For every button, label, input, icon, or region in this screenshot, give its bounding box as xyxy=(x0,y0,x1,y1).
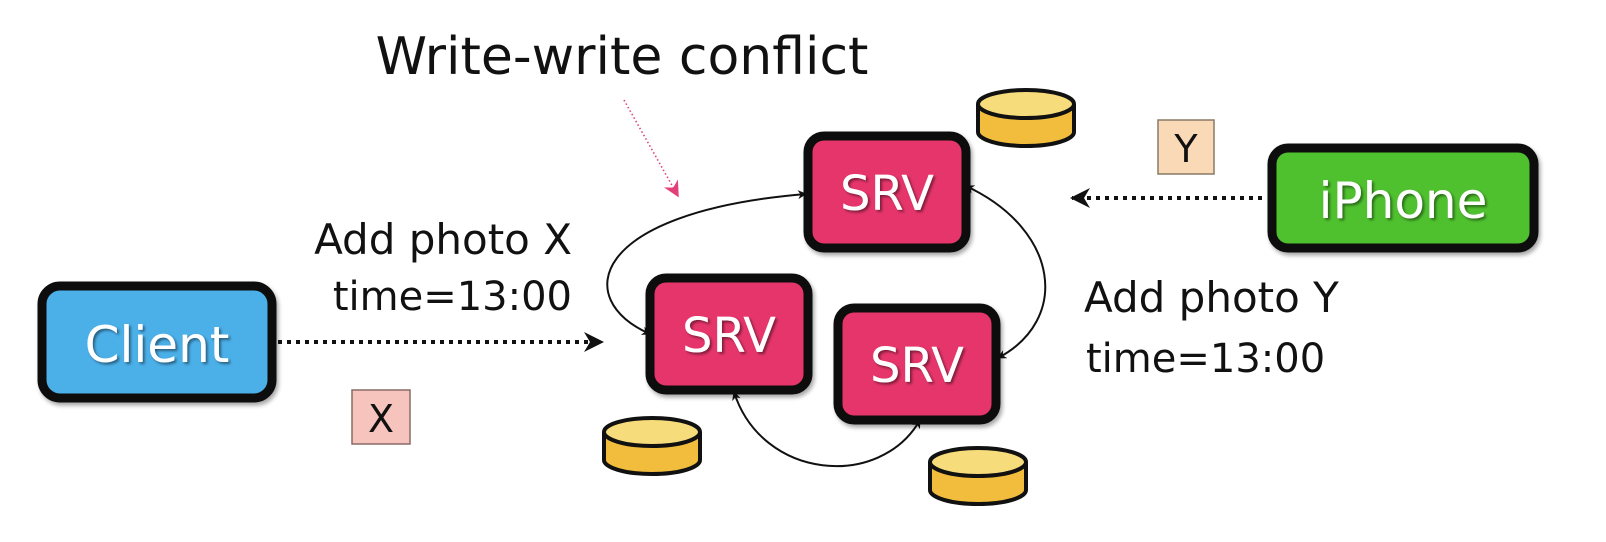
server-label: SRV xyxy=(840,166,934,222)
server-node: SRV xyxy=(833,303,1001,425)
photo-y-badge: Y xyxy=(1157,119,1215,175)
iphone-node: iPhone xyxy=(1267,143,1539,253)
photo-x-label: X xyxy=(368,397,394,441)
iphone-request-line1: Add photo Y xyxy=(1084,273,1339,322)
server-label: SRV xyxy=(682,308,776,364)
database-disk-icon xyxy=(928,446,1028,506)
replication-arrow xyxy=(732,391,921,468)
iphone-request-line2: time=13:00 xyxy=(1086,336,1325,382)
client-request-line1: Add photo X xyxy=(314,215,572,264)
conflict-annotation-arrow xyxy=(623,99,679,198)
client-label: Client xyxy=(85,316,230,374)
server-node: SRV xyxy=(803,131,971,253)
photo-x-badge: X xyxy=(351,389,411,445)
server-label: SRV xyxy=(870,338,964,394)
server-node: SRV xyxy=(645,273,813,395)
replication-arrow xyxy=(965,185,1047,359)
photo-y-label: Y xyxy=(1173,127,1198,171)
database-disk-icon xyxy=(602,416,702,476)
database-disk-icon xyxy=(976,88,1076,148)
replication-arrow xyxy=(606,190,807,335)
diagram-title: Write-write conflict xyxy=(376,27,869,87)
iphone-label: iPhone xyxy=(1319,172,1488,230)
client-request-line2: time=13:00 xyxy=(333,274,572,320)
client-node: Client xyxy=(37,281,277,403)
